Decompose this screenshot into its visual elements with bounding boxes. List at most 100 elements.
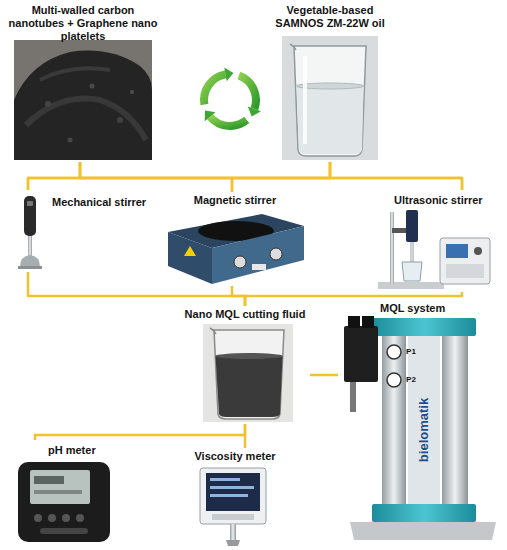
- connector-line: [244, 424, 247, 448]
- connector-line: [232, 162, 330, 192]
- powder-photo: [26, 98, 146, 140]
- oil-beaker-photo: [282, 36, 378, 160]
- ultrasonic-homogenizer: [378, 210, 490, 289]
- mql-unit: [350, 382, 356, 412]
- node-label: Vegetable-based SAMNOS ZM-22W oil: [262, 4, 398, 30]
- powder-photo: [14, 40, 152, 160]
- node-label: Nano MQL cutting fluid: [180, 308, 310, 321]
- recycle-symbol: [239, 76, 256, 109]
- node-label: Ultrasonic stirrer: [394, 194, 497, 207]
- mql-unit: [387, 345, 401, 359]
- ultrasonic-homogenizer: [402, 262, 422, 281]
- node-label: MQL system: [380, 302, 490, 315]
- powder-photo: [68, 138, 73, 143]
- ph-meter: [18, 462, 110, 542]
- powder-photo: [117, 117, 123, 123]
- magnetic-stirrer: [234, 256, 246, 268]
- ultrasonic-homogenizer: [446, 244, 468, 258]
- magnetic-stirrer: [168, 214, 304, 284]
- hand-blender: [28, 236, 32, 258]
- node-label: Viscosity meter: [178, 450, 292, 463]
- connector-line: [35, 424, 245, 440]
- magnetic-stirrer-node: Magnetic stirrer: [160, 192, 310, 286]
- mechanical-stirrer-node: Mechanical stirrer: [12, 190, 157, 272]
- hand-blender: [27, 201, 33, 206]
- mql-unit: [408, 336, 440, 504]
- connector-line: [80, 162, 462, 190]
- magnetic-stirrer: [252, 264, 266, 270]
- ph-meter: [34, 476, 64, 484]
- nano-fluid-beaker: [216, 356, 283, 417]
- ultrasonic-homogenizer: [474, 247, 482, 255]
- mql-unit: [344, 316, 496, 540]
- ph-meter: [76, 514, 84, 522]
- viscometer: [210, 494, 248, 497]
- oil-beaker-photo: [294, 46, 366, 156]
- mql-unit: [344, 326, 378, 382]
- node-label: Multi-walled carbon nanotubes + Graphene…: [8, 4, 158, 43]
- gauge-label: P1: [403, 346, 419, 357]
- viscosity-meter-node: Viscosity meter: [178, 448, 292, 548]
- oil-beaker-photo: [282, 36, 378, 160]
- viscometer: [212, 514, 254, 520]
- connector-line: [232, 286, 245, 306]
- gauge-label-holder: P1: [403, 346, 419, 357]
- connector-line: [28, 162, 330, 190]
- nano-fluid-beaker: [214, 330, 284, 419]
- oil-beaker-photo: [290, 44, 296, 50]
- ultrasonic-homogenizer: [406, 210, 418, 242]
- recycle-symbol: [248, 107, 261, 117]
- recycle-symbol: [205, 111, 216, 122]
- mql-unit: [387, 373, 401, 387]
- viscometer: [200, 468, 266, 546]
- brand-name-holder: bielomatik: [416, 385, 432, 475]
- ultrasonic-homogenizer: [446, 264, 484, 278]
- mql-unit: [362, 316, 374, 328]
- hand-blender: [18, 266, 42, 269]
- connector-line: [330, 162, 462, 190]
- ph-meter-node: pH meter: [12, 440, 118, 548]
- recycle-symbol: [210, 117, 247, 126]
- viscometer: [226, 540, 240, 546]
- recycle-symbol: [204, 68, 261, 126]
- ph-meter: [18, 462, 110, 542]
- ph-meter: [34, 490, 82, 494]
- mql-unit: [348, 316, 360, 328]
- viscometer: [210, 478, 240, 481]
- magnetic-stirrer: [212, 226, 304, 284]
- node-label: pH meter: [48, 444, 118, 457]
- magnetic-stirrer: [184, 246, 196, 256]
- nano-fluid-node: Nano MQL cutting fluid: [180, 306, 310, 424]
- viscometer: [230, 524, 236, 542]
- powder-photo: [14, 51, 152, 160]
- viscometer: [210, 486, 254, 489]
- mql-unit: [382, 336, 406, 504]
- gauge-label-holder: P2: [403, 374, 419, 385]
- ph-meter: [62, 514, 70, 522]
- ultrasonic-homogenizer: [378, 282, 444, 289]
- nano-fluid-beaker: [203, 324, 293, 422]
- hand-blender: [24, 196, 36, 236]
- brand-name: bielomatik: [416, 385, 432, 475]
- magnetic-stirrer: [168, 232, 212, 284]
- mql-unit: [350, 522, 496, 540]
- hand-blender: [20, 255, 40, 267]
- viscometer: [200, 468, 266, 524]
- ph-meter: [40, 528, 88, 534]
- node-label: Magnetic stirrer: [160, 194, 310, 207]
- node-label: Mechanical stirrer: [52, 196, 157, 209]
- material-node: Multi-walled carbon nanotubes + Graphene…: [8, 2, 158, 162]
- gauge-label: P2: [403, 374, 419, 385]
- powder-photo: [14, 40, 152, 160]
- powder-photo: [40, 68, 110, 80]
- connector-line: [28, 272, 245, 306]
- ph-meter: [48, 514, 56, 522]
- ultrasonic-homogenizer: [392, 228, 408, 233]
- mql-unit: [372, 318, 476, 336]
- connector-line: [310, 374, 338, 377]
- mql-unit: [442, 336, 468, 504]
- powder-photo: [130, 90, 134, 94]
- nano-fluid-beaker: [203, 324, 293, 422]
